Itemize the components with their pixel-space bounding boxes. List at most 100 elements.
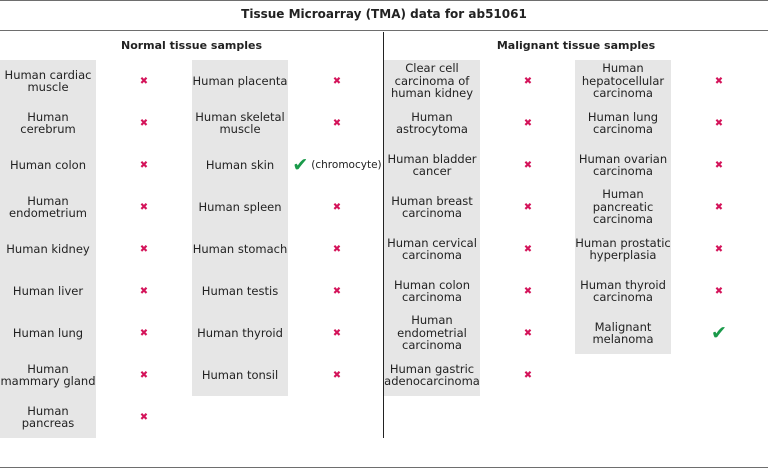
negative-result: ✖ xyxy=(512,60,544,102)
tissue-label: Human thyroid carcinoma xyxy=(580,277,666,304)
negative-result: ✖ xyxy=(512,270,544,312)
negative-result: ✖ xyxy=(292,354,382,396)
cross-icon: ✖ xyxy=(523,369,533,381)
cross-icon: ✖ xyxy=(139,243,149,255)
title-divider xyxy=(0,30,768,31)
tissue-label: Human pancreatic carcinoma xyxy=(592,187,654,227)
cross-icon: ✖ xyxy=(523,159,533,171)
tissue-label: Human pancreas xyxy=(21,403,75,430)
negative-result: ✖ xyxy=(292,102,382,144)
tissue-label: Human stomach xyxy=(192,241,288,256)
negative-result: ✖ xyxy=(128,144,160,186)
tissue-label: Malignant melanoma xyxy=(592,319,654,346)
tissue-label: Human cerebrum xyxy=(20,109,76,136)
column-background xyxy=(575,60,671,354)
tissue-label: Human endometrium xyxy=(9,193,87,220)
tissue-label: Human placenta xyxy=(192,73,288,88)
column-background xyxy=(0,60,96,438)
tissue-label: Human lung carcinoma xyxy=(587,109,659,136)
tissue-label: Human tonsil xyxy=(201,367,279,382)
cross-icon: ✖ xyxy=(139,117,149,129)
tissue-label: Human prostatic hyperplasia xyxy=(575,235,671,262)
checkmark-icon: ✔ xyxy=(711,322,727,344)
tissue-label: Human skin xyxy=(205,157,275,172)
tissue-label: Clear cell carcinoma of human kidney xyxy=(390,61,474,101)
negative-result: ✖ xyxy=(703,186,735,228)
negative-result: ✖ xyxy=(292,270,382,312)
tissue-label: Human hepatocellular carcinoma xyxy=(581,61,665,101)
cross-icon: ✖ xyxy=(523,243,533,255)
cross-icon: ✖ xyxy=(523,327,533,339)
cross-icon: ✖ xyxy=(332,327,342,339)
negative-result: ✖ xyxy=(292,186,382,228)
negative-result: ✖ xyxy=(128,396,160,438)
malignant-heading: Malignant tissue samples xyxy=(496,39,656,52)
negative-result: ✖ xyxy=(512,228,544,270)
cross-icon: ✖ xyxy=(332,201,342,213)
column-background xyxy=(384,60,480,396)
tissue-label: Human colon xyxy=(9,157,86,172)
negative-result: ✖ xyxy=(703,60,735,102)
tissue-label: Human colon carcinoma xyxy=(393,277,470,304)
negative-result: ✖ xyxy=(128,228,160,270)
tissue-label: Human lung xyxy=(12,325,84,340)
tissue-label: Human endometrial carcinoma xyxy=(397,313,467,353)
negative-result: ✖ xyxy=(703,144,735,186)
tissue-label: Human cardiac muscle xyxy=(4,67,92,94)
cross-icon: ✖ xyxy=(714,117,724,129)
cross-icon: ✖ xyxy=(332,285,342,297)
positive-result: ✔(chromocyte) xyxy=(292,144,382,186)
cross-icon: ✖ xyxy=(332,117,342,129)
negative-result: ✖ xyxy=(292,312,382,354)
negative-result: ✖ xyxy=(703,270,735,312)
negative-result: ✖ xyxy=(703,228,735,270)
cross-icon: ✖ xyxy=(139,327,149,339)
tissue-label: Human testis xyxy=(201,283,279,298)
negative-result: ✖ xyxy=(292,60,382,102)
cross-icon: ✖ xyxy=(523,201,533,213)
cross-icon: ✖ xyxy=(139,159,149,171)
tissue-label: Human liver xyxy=(12,283,84,298)
top-rule xyxy=(0,0,768,1)
negative-result: ✖ xyxy=(128,270,160,312)
tissue-label: Human mammary gland xyxy=(0,361,96,388)
tissue-label: Human skeletal muscle xyxy=(195,109,285,136)
cross-icon: ✖ xyxy=(139,201,149,213)
negative-result: ✖ xyxy=(512,354,544,396)
bottom-rule xyxy=(0,467,768,468)
cross-icon: ✖ xyxy=(714,75,724,87)
negative-result: ✖ xyxy=(128,60,160,102)
cross-icon: ✖ xyxy=(139,285,149,297)
cross-icon: ✖ xyxy=(139,75,149,87)
cross-icon: ✖ xyxy=(523,285,533,297)
cross-icon: ✖ xyxy=(332,75,342,87)
tissue-label: Human gastric adenocarcinoma xyxy=(384,361,480,388)
cross-icon: ✖ xyxy=(332,369,342,381)
negative-result: ✖ xyxy=(512,186,544,228)
cross-icon: ✖ xyxy=(523,75,533,87)
result-note: (chromocyte) xyxy=(311,159,382,171)
tissue-label: Human astrocytoma xyxy=(396,109,468,136)
column-background xyxy=(192,60,288,396)
tissue-label: Human breast carcinoma xyxy=(391,193,473,220)
negative-result: ✖ xyxy=(512,102,544,144)
cross-icon: ✖ xyxy=(714,243,724,255)
cross-icon: ✖ xyxy=(139,411,149,423)
cross-icon: ✖ xyxy=(714,201,724,213)
positive-result: ✔ xyxy=(703,312,735,354)
section-divider xyxy=(383,32,384,438)
normal-heading: Normal tissue samples xyxy=(120,39,262,52)
tissue-label: Human spleen xyxy=(198,199,282,214)
cross-icon: ✖ xyxy=(332,243,342,255)
cross-icon: ✖ xyxy=(714,159,724,171)
negative-result: ✖ xyxy=(292,228,382,270)
negative-result: ✖ xyxy=(703,102,735,144)
cross-icon: ✖ xyxy=(523,117,533,129)
negative-result: ✖ xyxy=(128,186,160,228)
checkmark-icon: ✔ xyxy=(292,154,309,176)
tissue-label: Human kidney xyxy=(6,241,90,256)
negative-result: ✖ xyxy=(128,102,160,144)
negative-result: ✖ xyxy=(128,354,160,396)
tissue-label: Human cervical carcinoma xyxy=(387,235,477,262)
page-title: Tissue Microarray (TMA) data for ab51061 xyxy=(241,7,527,21)
